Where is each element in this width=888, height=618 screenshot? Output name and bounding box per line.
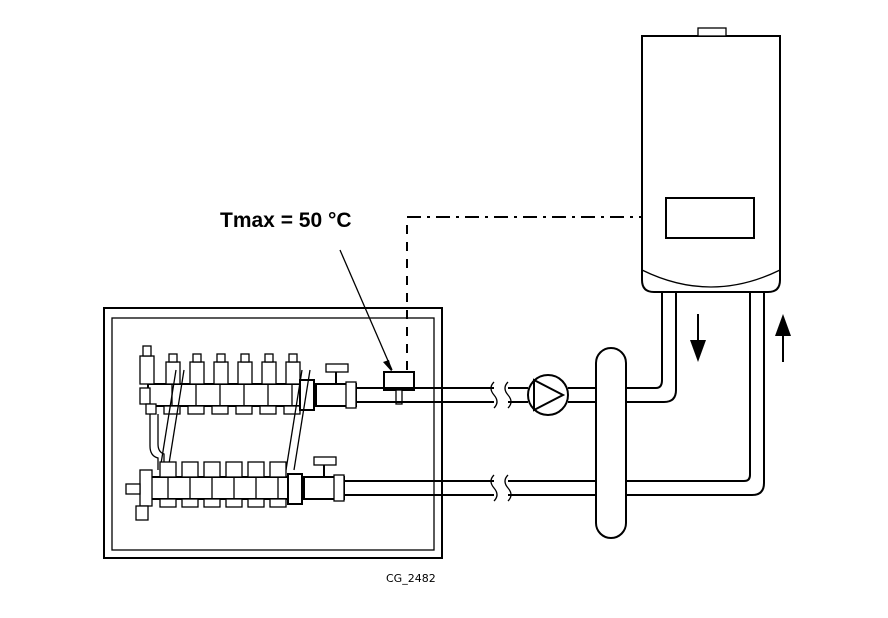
arrow-down-icon: [690, 314, 706, 362]
hydraulic-separator: [595, 347, 627, 539]
arrow-up-icon: [775, 314, 791, 362]
figure-code-label: CG_2482: [386, 572, 436, 585]
return-ball-valve: [287, 456, 345, 505]
thermostat-icon: [383, 371, 415, 405]
temperature-limit-label: Tmax = 50 °C: [220, 209, 352, 232]
boiler-icon: [641, 27, 781, 293]
pump-icon: [527, 374, 569, 416]
return-pipe: [344, 474, 596, 502]
manifold-bracket: [159, 369, 311, 471]
boiler-return-pipe: [626, 292, 765, 496]
supply-pipe: [356, 381, 596, 409]
supply-manifold: [139, 345, 319, 415]
boiler-control-panel: [665, 197, 755, 239]
supply-ball-valve: [299, 363, 357, 411]
manifold-bypass: [149, 414, 159, 470]
label-leader: [339, 249, 393, 371]
return-manifold: [125, 461, 299, 521]
manifold-cabinet: [103, 307, 443, 559]
boiler-flow-pipe: [626, 292, 677, 403]
